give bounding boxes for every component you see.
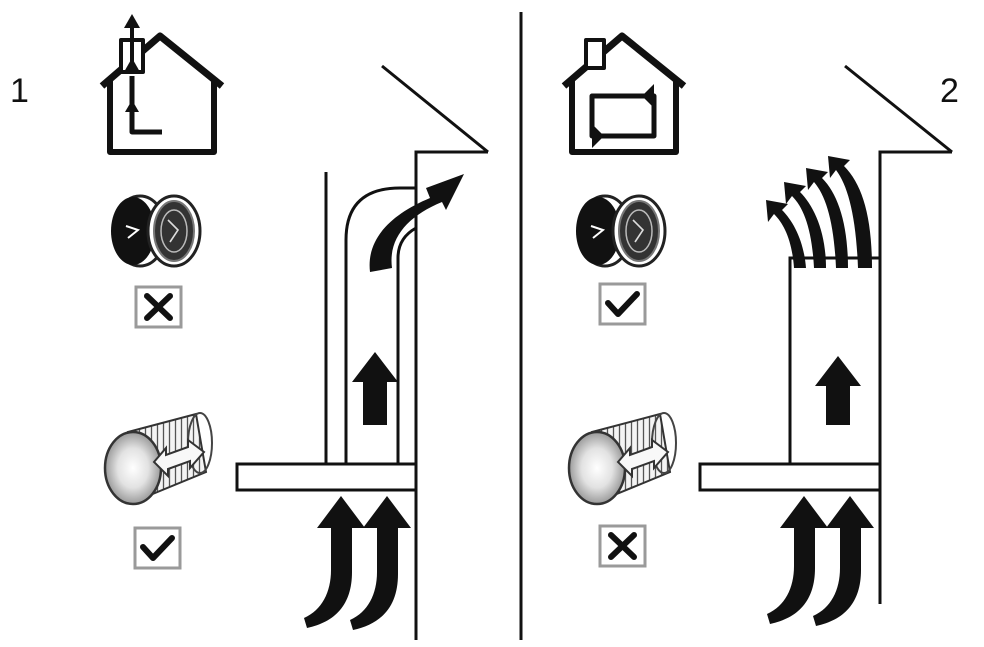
filter-status-cross (134, 285, 183, 329)
panel-1-airflow-arrows (304, 174, 464, 630)
duct-status-cross (598, 524, 647, 568)
panel-2-number: 2 (940, 72, 959, 110)
carbon-filter-icon (111, 194, 202, 268)
house-recirculation-icon (561, 32, 687, 155)
panel-2-airflow-arrows (766, 156, 874, 626)
duct-tube-icon (103, 412, 213, 506)
panel-1-number: 1 (10, 72, 29, 110)
carbon-filter-icon (576, 194, 667, 268)
panel-1-hood-canopy (235, 462, 418, 492)
exhaust-duct (344, 186, 417, 464)
filter-status-check (598, 282, 647, 326)
duct-status-check (133, 526, 182, 570)
house-extraction-icon (99, 14, 225, 155)
panel-2-hood-body (788, 256, 880, 464)
panel-1-hood-chimney (324, 172, 400, 464)
panel-2-wall-and-ceiling (844, 64, 953, 604)
duct-tube-icon (567, 412, 677, 506)
panel-2-hood-canopy (698, 462, 882, 492)
